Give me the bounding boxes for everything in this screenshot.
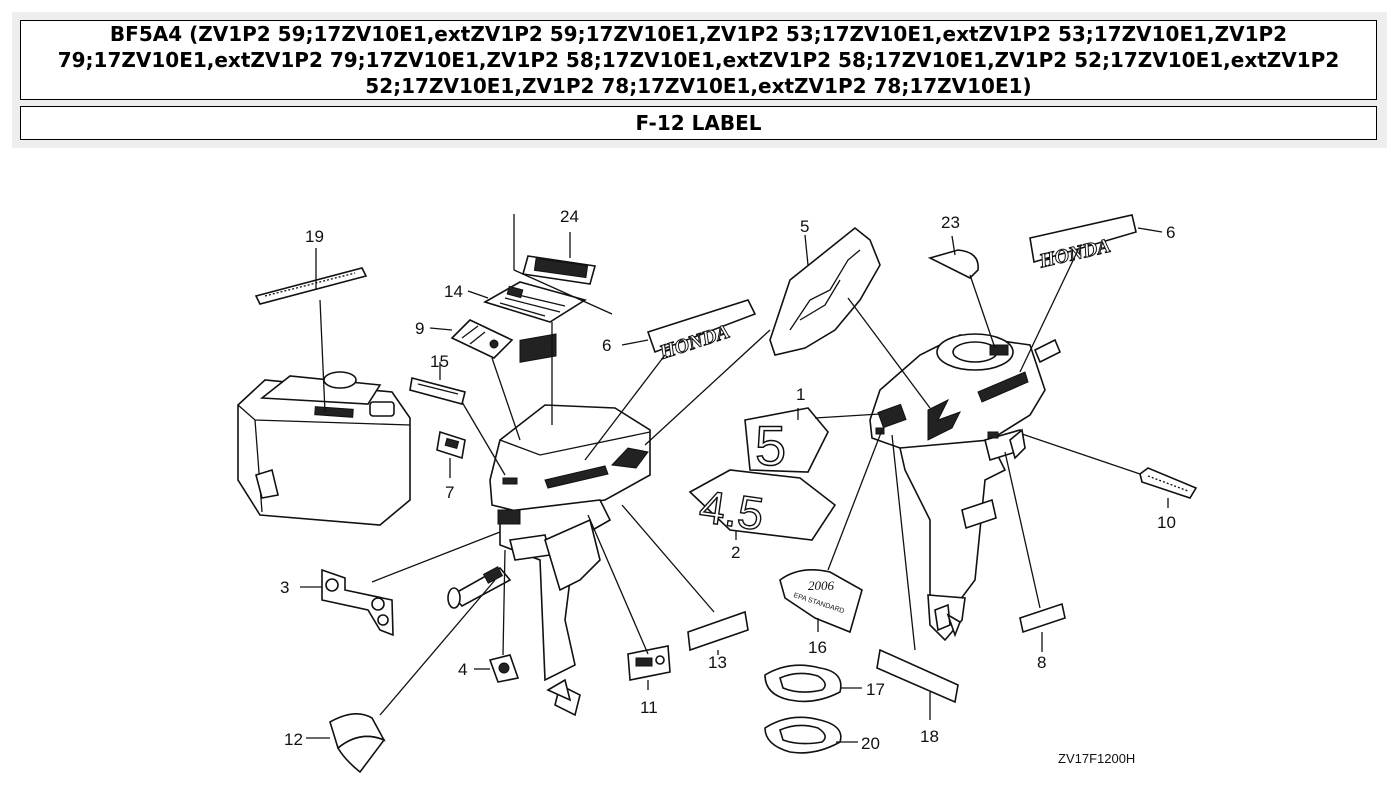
section-title: F-12 LABEL [20,106,1377,140]
left-outboard-motor [447,333,651,717]
diagram-reference-code: ZV17F1200H [1058,751,1135,766]
callout-18: 18 [920,727,939,746]
callout-7: 7 [445,483,454,502]
label-4 [488,654,520,683]
callout-5: 5 [800,217,809,236]
callout-20: 20 [861,734,880,753]
label-23 [927,249,979,279]
callout-2: 2 [731,543,740,562]
callout-19: 19 [305,227,324,246]
label-16: 2006 EPA STANDARD [779,569,863,634]
callout-8: 8 [1037,653,1046,672]
callout-16: 16 [808,638,827,657]
callout-4: 4 [458,660,467,679]
label-15 [409,377,466,405]
label-7 [436,430,466,460]
label-17 [764,664,842,703]
leader-lines [300,214,1169,743]
label-11 [627,645,671,681]
label-3 [321,568,394,637]
callout-14: 14 [444,282,463,301]
label-12 [329,713,386,774]
callout-numbers: 1 2 3 4 5 6 6 7 8 9 10 11 12 13 14 15 16… [280,207,1176,753]
callout-11: 11 [640,698,658,717]
callout-10: 10 [1157,513,1176,532]
year-decal: 2006 [808,578,835,593]
callout-1: 1 [796,385,805,404]
callout-12: 12 [284,730,303,749]
number-45-decal: 4.5 [696,480,767,540]
callout-6-right: 6 [1166,223,1175,242]
page-title: BF5A4 (ZV1P2 59;17ZV10E1,extZV1P2 59;17Z… [20,20,1377,100]
callout-17: 17 [866,680,885,699]
label-6-left: HONDA [646,299,757,365]
callout-23: 23 [941,213,960,232]
label-19 [254,267,368,305]
header-panel: BF5A4 (ZV1P2 59;17ZV10E1,extZV1P2 59;17Z… [12,12,1387,148]
label-14 [482,281,587,323]
callout-9: 9 [415,319,424,338]
callout-24: 24 [560,207,579,226]
fuel-tank [237,371,411,526]
callout-3: 3 [280,578,289,597]
label-2: 4.5 [688,469,837,541]
callout-13: 13 [708,653,727,672]
label-1: 5 [744,407,829,478]
number-5-decal: 5 [755,414,786,477]
label-5 [769,226,881,356]
callout-6-left: 6 [602,336,611,355]
label-18 [876,648,959,704]
label-24 [521,255,597,285]
label-6-right: HONDA [1029,214,1137,273]
callout-15: 15 [430,352,449,371]
label-9 [450,319,514,359]
label-13 [687,610,749,652]
right-outboard-motor [869,333,1062,642]
label-10 [1139,467,1198,499]
label-8 [1019,602,1066,634]
label-20 [764,716,842,754]
